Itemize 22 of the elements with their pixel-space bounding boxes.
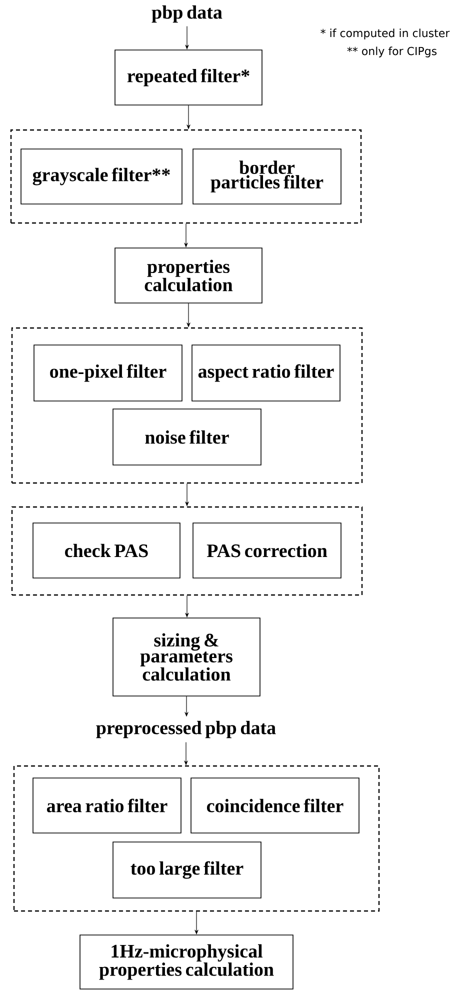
process-box: grayscale filter** [20,148,182,204]
process-box: coincidence filter [190,778,360,834]
process-box: noise filter [112,408,262,466]
group-box [11,506,363,596]
process-box: too large filter [112,842,262,898]
data-label: pbp data [152,5,222,23]
group-box [11,327,363,484]
group-box [13,765,380,912]
footnote: ** only for CIPgs [347,46,437,58]
process-box: one-pixel filter [34,344,182,402]
process-box: aspect ratio filter [192,344,340,402]
process-box: sizing & parameters calculation [112,618,260,696]
process-box: border particles filter [192,148,342,204]
process-box: PAS correction [192,522,342,578]
process-box: check PAS [32,522,180,578]
group-box [10,129,362,224]
process-box: 1Hz-microphysical properties calculation [80,934,294,990]
footnote: * if computed in cluster [320,28,450,40]
process-box: properties calculation [114,248,262,304]
process-box: repeated filter* [114,50,262,106]
process-box: area ratio filter [32,778,182,834]
data-label: preprocessed pbp data [96,720,276,738]
